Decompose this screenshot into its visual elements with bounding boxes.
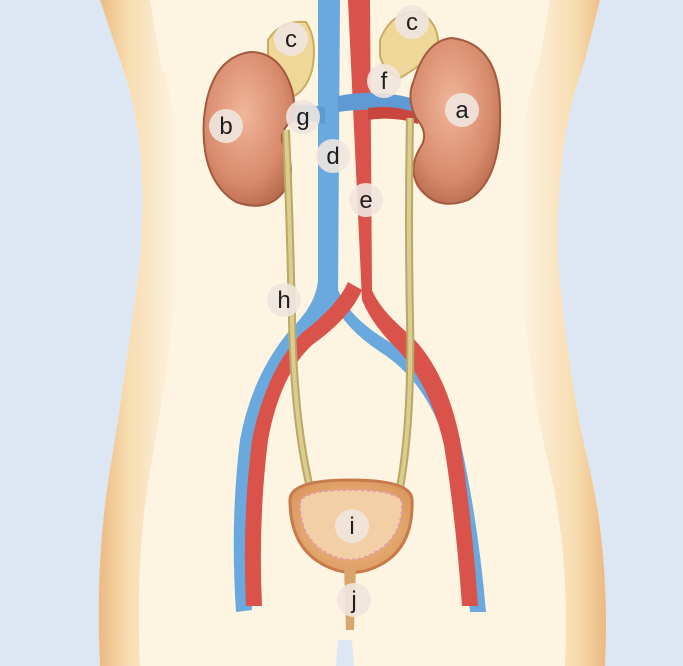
svg-text:a: a xyxy=(455,97,469,124)
label-i: i xyxy=(335,509,369,543)
label-e: e xyxy=(349,183,383,217)
label-b: b xyxy=(209,109,243,143)
svg-text:c: c xyxy=(406,9,418,36)
svg-text:h: h xyxy=(277,287,290,314)
svg-text:c: c xyxy=(285,26,297,53)
svg-text:j: j xyxy=(350,587,356,614)
label-h: h xyxy=(267,283,301,317)
label-d: d xyxy=(316,139,350,173)
label-c-left: c xyxy=(274,22,308,56)
svg-text:d: d xyxy=(326,143,339,170)
label-j: j xyxy=(337,583,371,617)
label-g: g xyxy=(286,100,320,134)
label-a: a xyxy=(445,93,479,127)
label-c-right: c xyxy=(395,5,429,39)
svg-text:g: g xyxy=(296,104,309,131)
svg-text:b: b xyxy=(219,113,232,140)
svg-text:e: e xyxy=(359,187,372,214)
svg-text:f: f xyxy=(381,68,388,95)
svg-text:i: i xyxy=(349,513,354,540)
label-f: f xyxy=(367,64,401,98)
